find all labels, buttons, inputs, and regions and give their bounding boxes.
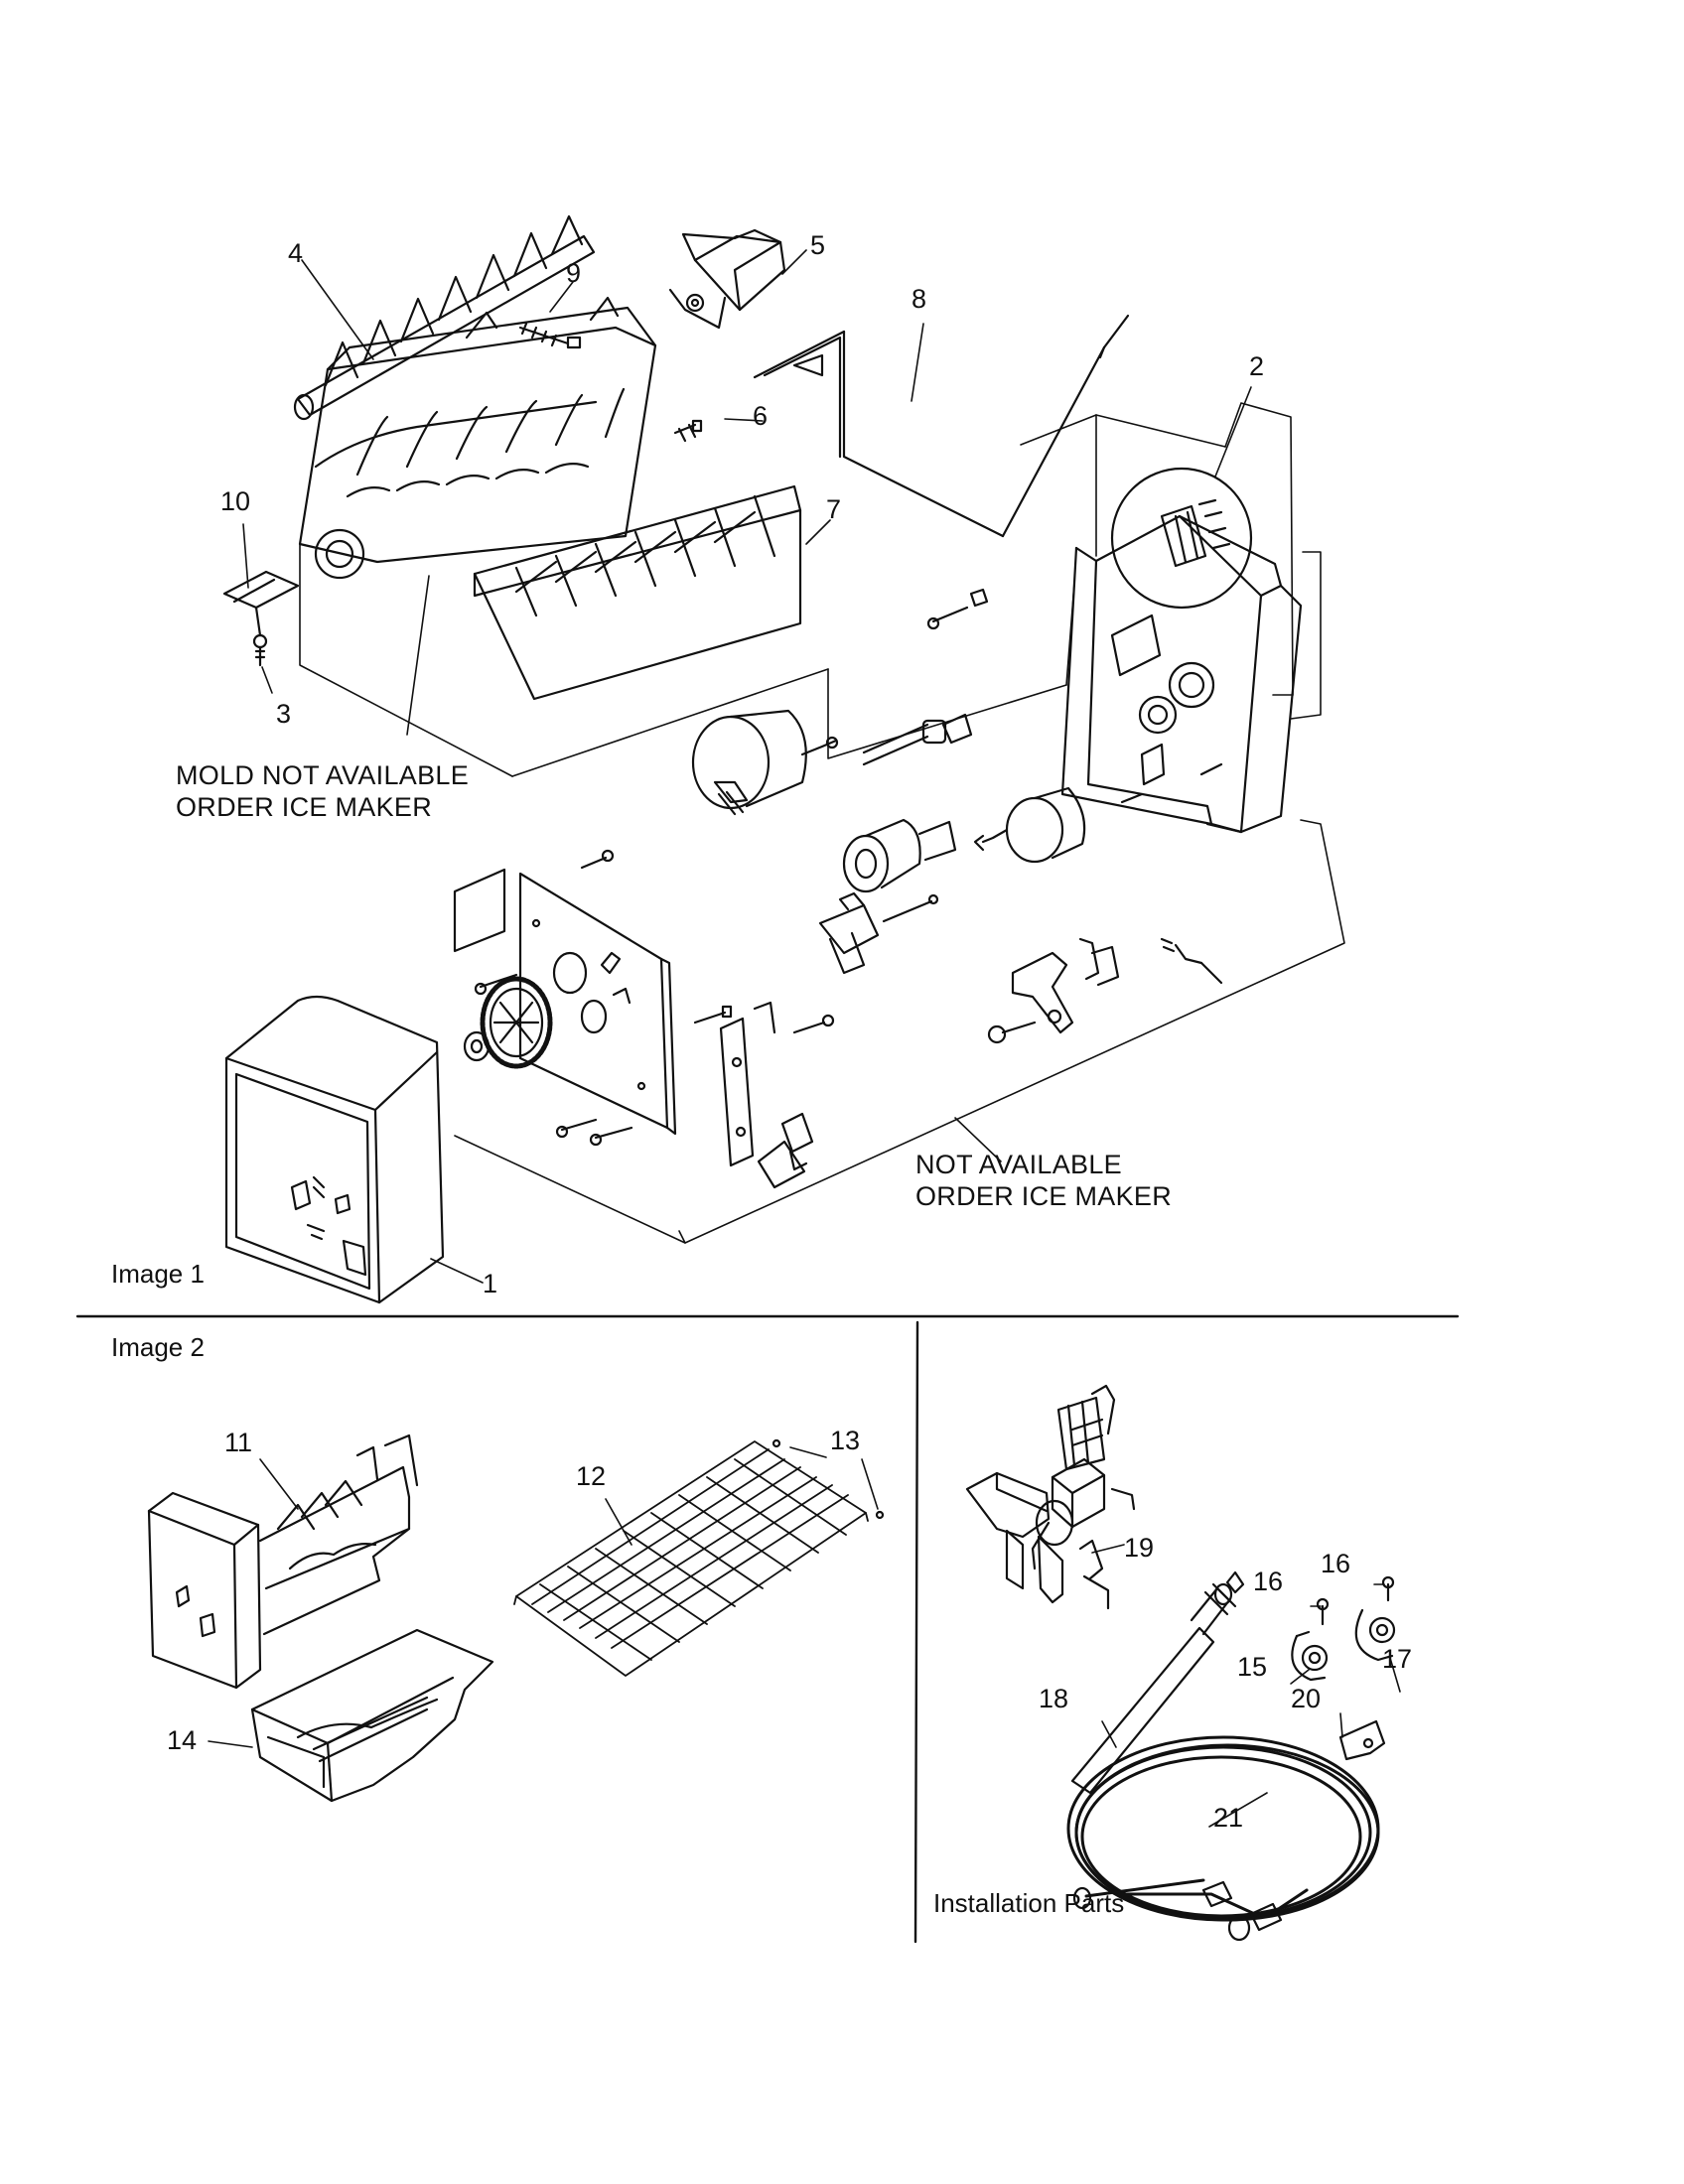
bracket-part (222, 570, 300, 667)
leader-lines-image2 (208, 1446, 879, 1748)
mold-tray-part (298, 296, 657, 580)
note-not-available-line1: NOT AVAILABLE (915, 1150, 1122, 1179)
screw-parts (518, 322, 703, 443)
assembly-outline (299, 402, 1345, 1244)
ice-bucket-part (250, 1628, 494, 1803)
section-label-image2: Image 2 (111, 1332, 205, 1362)
wire-shelf-part (513, 1440, 869, 1677)
saddle-valve-part (1070, 1570, 1245, 1795)
callout-21: 21 (1213, 1803, 1244, 1833)
mounting-plate-part (518, 872, 677, 1136)
switch-part (818, 891, 939, 975)
plate-screws (474, 849, 835, 1147)
callout-17: 17 (1382, 1644, 1413, 1674)
section-label-image1: Image 1 (111, 1259, 205, 1289)
shutoff-arm-part (753, 314, 1130, 538)
water-line-coil-part (1066, 1735, 1380, 1922)
motor-part (691, 709, 839, 816)
tubing-fitting-parts (1072, 1880, 1283, 1942)
shelf-clip-parts (772, 1438, 885, 1520)
callout-9: 9 (566, 258, 582, 288)
callout-8: 8 (912, 284, 927, 314)
housing-part (1060, 514, 1303, 834)
callout-13: 13 (830, 1426, 861, 1455)
small-screw-top (926, 588, 989, 630)
note-mold-line2: ORDER ICE MAKER (176, 792, 433, 822)
lever-arm-part (987, 937, 1120, 1044)
callout-4: 4 (288, 238, 304, 268)
callout-7: 7 (826, 494, 842, 524)
callout-12: 12 (576, 1461, 607, 1491)
callout-5: 5 (810, 230, 826, 260)
ice-maker-assembly-part (147, 1433, 419, 1690)
leader-lines (242, 249, 1252, 1284)
callout-2: 2 (1249, 351, 1265, 381)
leader-lines-installation (1091, 1544, 1401, 1828)
water-valve-cam-part (973, 786, 1086, 864)
callout-19: 19 (1124, 1533, 1155, 1563)
callout-10: 10 (220, 486, 251, 516)
connector-magnifier (1110, 467, 1253, 610)
front-cover-part (224, 995, 445, 1304)
ejector-part (293, 214, 596, 421)
callout-3: 3 (276, 699, 292, 729)
label-card-part (453, 868, 506, 953)
note-mold-line1: MOLD NOT AVAILABLE (176, 760, 470, 790)
gear-part (463, 976, 553, 1069)
thermostat-part (862, 713, 973, 766)
callout-14: 14 (167, 1725, 198, 1755)
callout-6: 6 (753, 401, 769, 431)
section-divider-vertical (913, 1320, 919, 1944)
clamp-parts (1291, 1575, 1396, 1761)
note-not-available-line2: ORDER ICE MAKER (915, 1181, 1173, 1211)
water-valve-part (965, 1384, 1136, 1610)
switch-bracket-part (719, 1001, 814, 1189)
callout-11: 11 (224, 1428, 253, 1457)
callout-16b: 16 (1321, 1549, 1351, 1578)
section-label-installation: Installation Parts (933, 1888, 1125, 1918)
timer-cam-part (842, 818, 957, 893)
callout-18: 18 (1039, 1684, 1069, 1713)
callout-1: 1 (483, 1269, 498, 1298)
callout-16a: 16 (1253, 1567, 1284, 1596)
wire-clip-part (1160, 937, 1223, 985)
ice-stripper-part (473, 484, 802, 701)
callout-15: 15 (1237, 1652, 1268, 1682)
callout-20: 20 (1291, 1684, 1322, 1713)
cover-bracket-part (668, 228, 786, 330)
